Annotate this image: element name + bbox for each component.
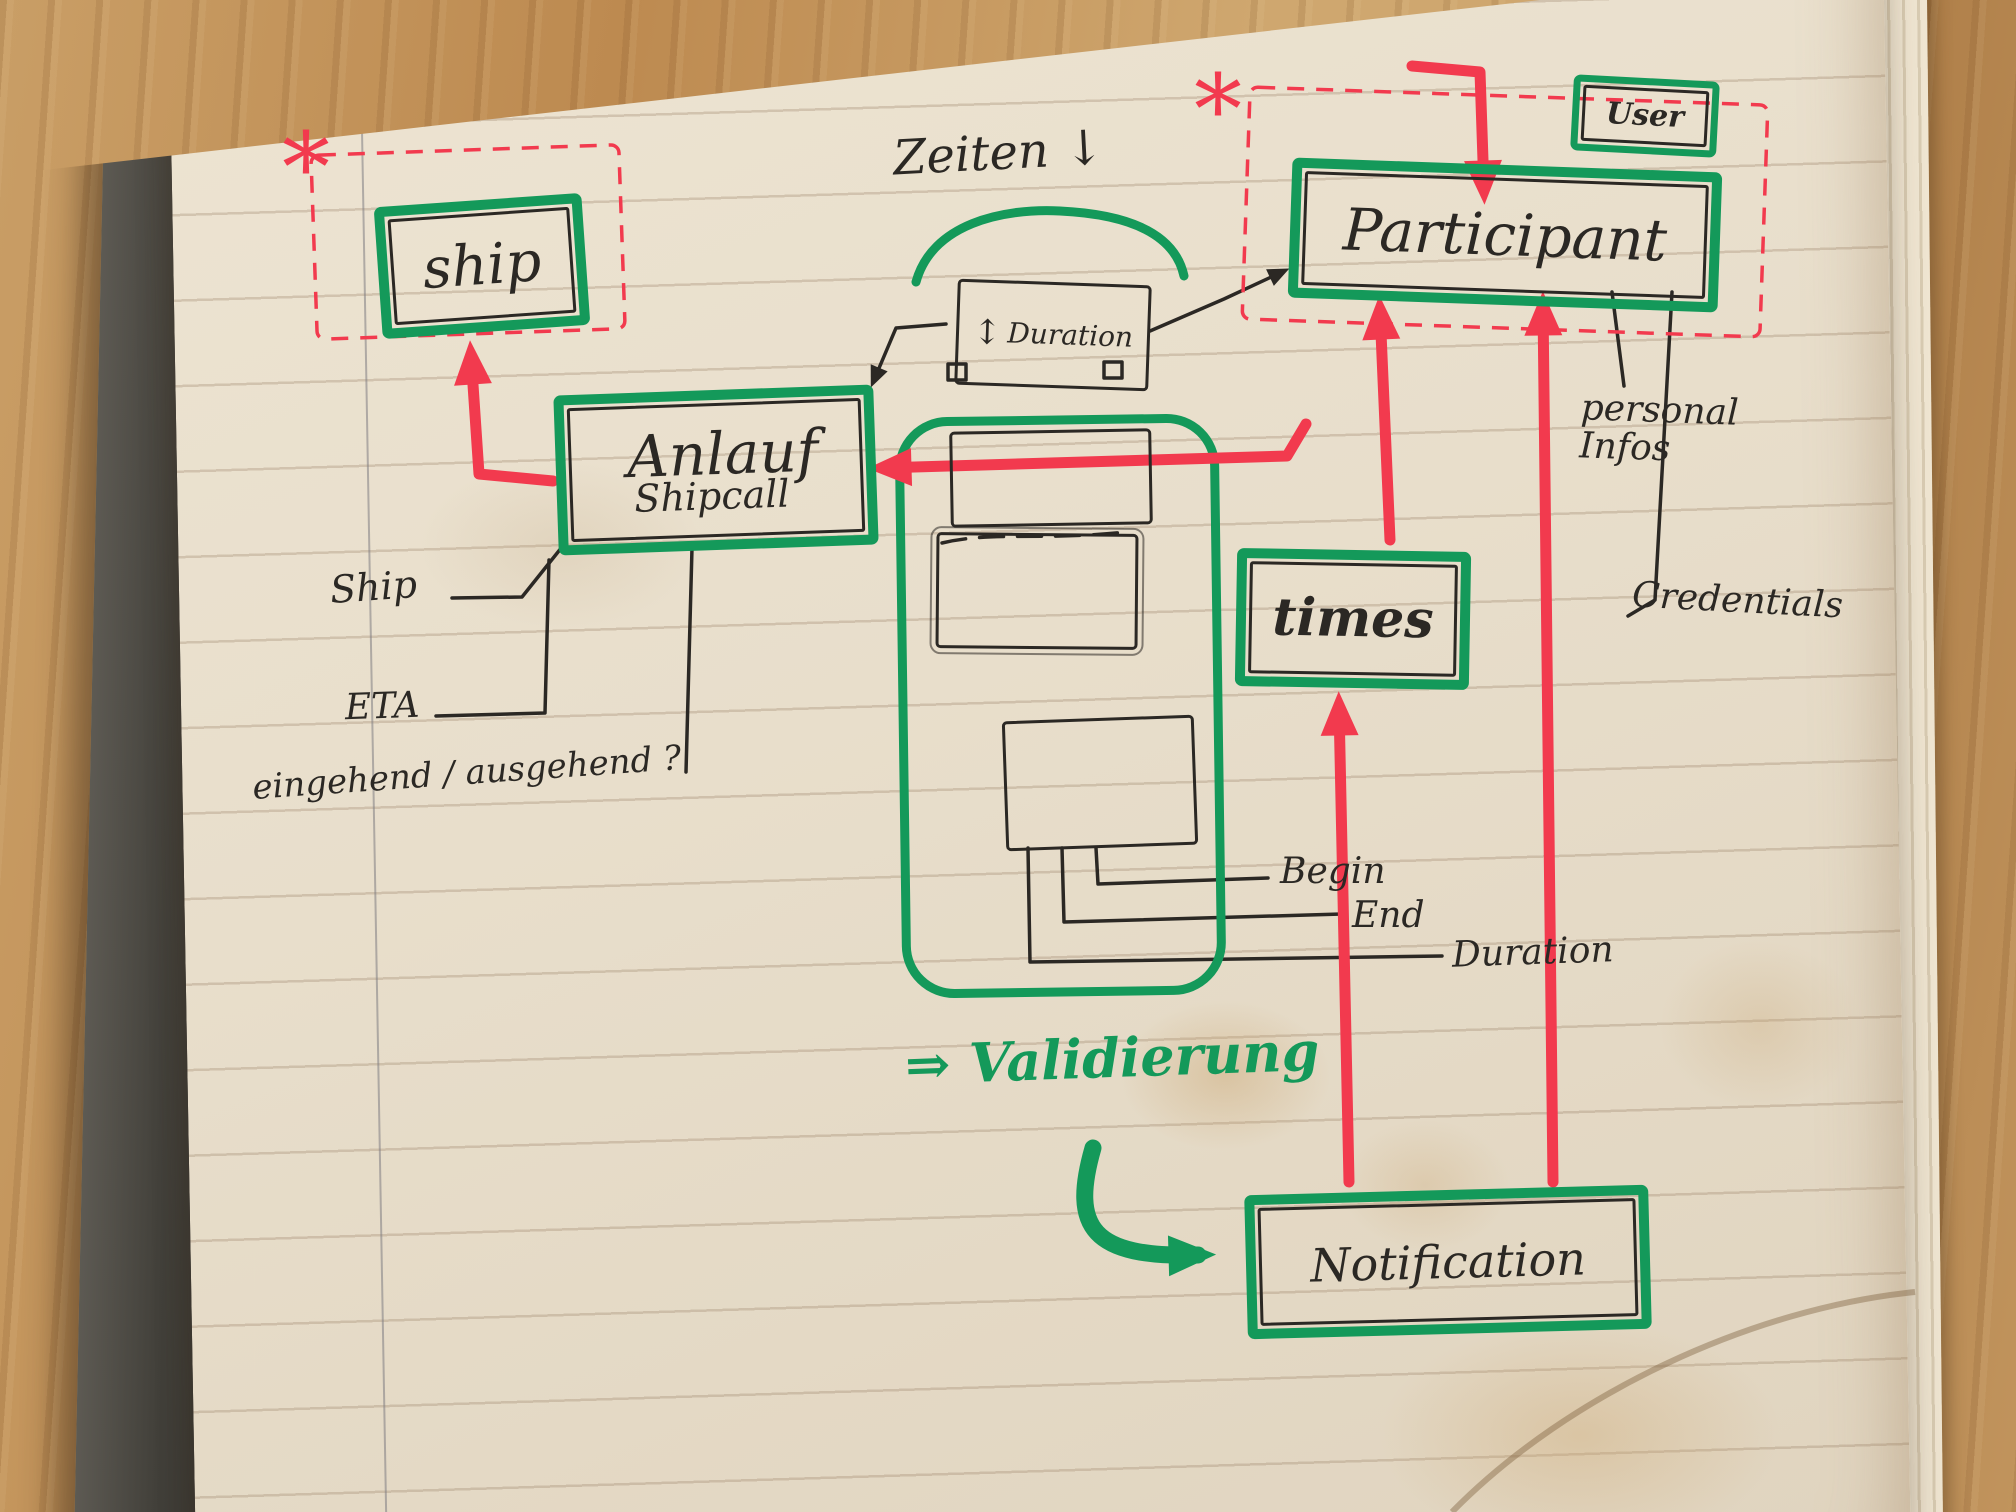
eta-attribute-label: ETA	[344, 684, 421, 729]
participant-required-asterisk: *	[1194, 54, 1242, 166]
zeiten-group-outline	[895, 413, 1226, 998]
notification-box: Notification	[1244, 1184, 1652, 1340]
sketch-row-box-3	[1001, 714, 1199, 852]
end-attribute-label: End	[1352, 895, 1425, 936]
red-marker-arrows	[454, 60, 1563, 1188]
duration-box-label: Duration	[1006, 316, 1134, 354]
notification-hook-arrow	[1076, 1139, 1217, 1277]
ship-attribute-connector	[450, 545, 564, 600]
eta-attribute-connector	[434, 558, 551, 718]
group-to-anlauf-arrow	[867, 418, 1312, 487]
duration-box-foot	[946, 362, 968, 382]
zeiten-to-anlauf-arrow	[870, 322, 948, 388]
zeiten-label: Zeiten ↓	[891, 119, 1106, 187]
ship-dashed-outline	[309, 143, 627, 341]
times-box: times	[1234, 547, 1472, 691]
validierung-label: ⇒ Validierung	[903, 1018, 1321, 1098]
user-box: User	[1570, 74, 1720, 158]
anlauf-to-ship-arrow	[454, 340, 559, 487]
user-box-label: User	[1605, 95, 1685, 136]
participant-box: Participant	[1287, 157, 1723, 313]
user-to-participant-arrow	[1406, 60, 1502, 205]
duration-box-foot	[1102, 360, 1124, 380]
duration-attribute-connector	[1026, 846, 1444, 964]
anlauf-box-sublabel: Shipcall	[633, 471, 791, 521]
page-curl-shadow	[1449, 1289, 1916, 1512]
credentials-connector	[1626, 290, 1674, 618]
notification-to-times-arrow	[1320, 691, 1359, 1188]
times-box-label: times	[1271, 586, 1435, 651]
dashed-underline	[940, 530, 1128, 545]
green-marker-shapes	[895, 206, 1226, 1277]
black-ink-connectors	[434, 268, 1674, 964]
anlauf-box: Anlauf Shipcall	[553, 384, 879, 556]
personal-infos-label: personal Infos	[1578, 387, 1740, 470]
ship-attribute-label: Ship	[328, 562, 419, 612]
begin-connector	[1094, 846, 1270, 886]
times-to-participant-arrow	[1362, 295, 1401, 546]
ein-aus-connector	[684, 546, 694, 774]
participant-box-label: Participant	[1341, 195, 1669, 275]
notification-to-participant-arrow	[1524, 291, 1563, 1188]
end-connector	[1060, 846, 1344, 924]
sketch-row-box-1	[949, 428, 1153, 528]
zeiten-to-participant-arrow	[1148, 268, 1290, 333]
notification-box-label: Notification	[1309, 1231, 1587, 1293]
duration-box: ↕ Duration	[954, 278, 1152, 392]
participant-dashed-outline	[1240, 85, 1770, 339]
begin-attribute-label: Begin	[1280, 851, 1386, 892]
duration-attribute-label: Duration	[1451, 929, 1615, 976]
ship-box-label: ship	[420, 228, 544, 303]
red-dashed-groups	[309, 85, 1770, 341]
ship-required-asterisk: *	[282, 112, 330, 224]
zeiten-brace-arc	[911, 206, 1189, 287]
ship-box: ship	[373, 192, 591, 340]
updown-arrow-icon: ↕	[972, 312, 1003, 354]
sketch-row-box-2	[929, 526, 1145, 656]
